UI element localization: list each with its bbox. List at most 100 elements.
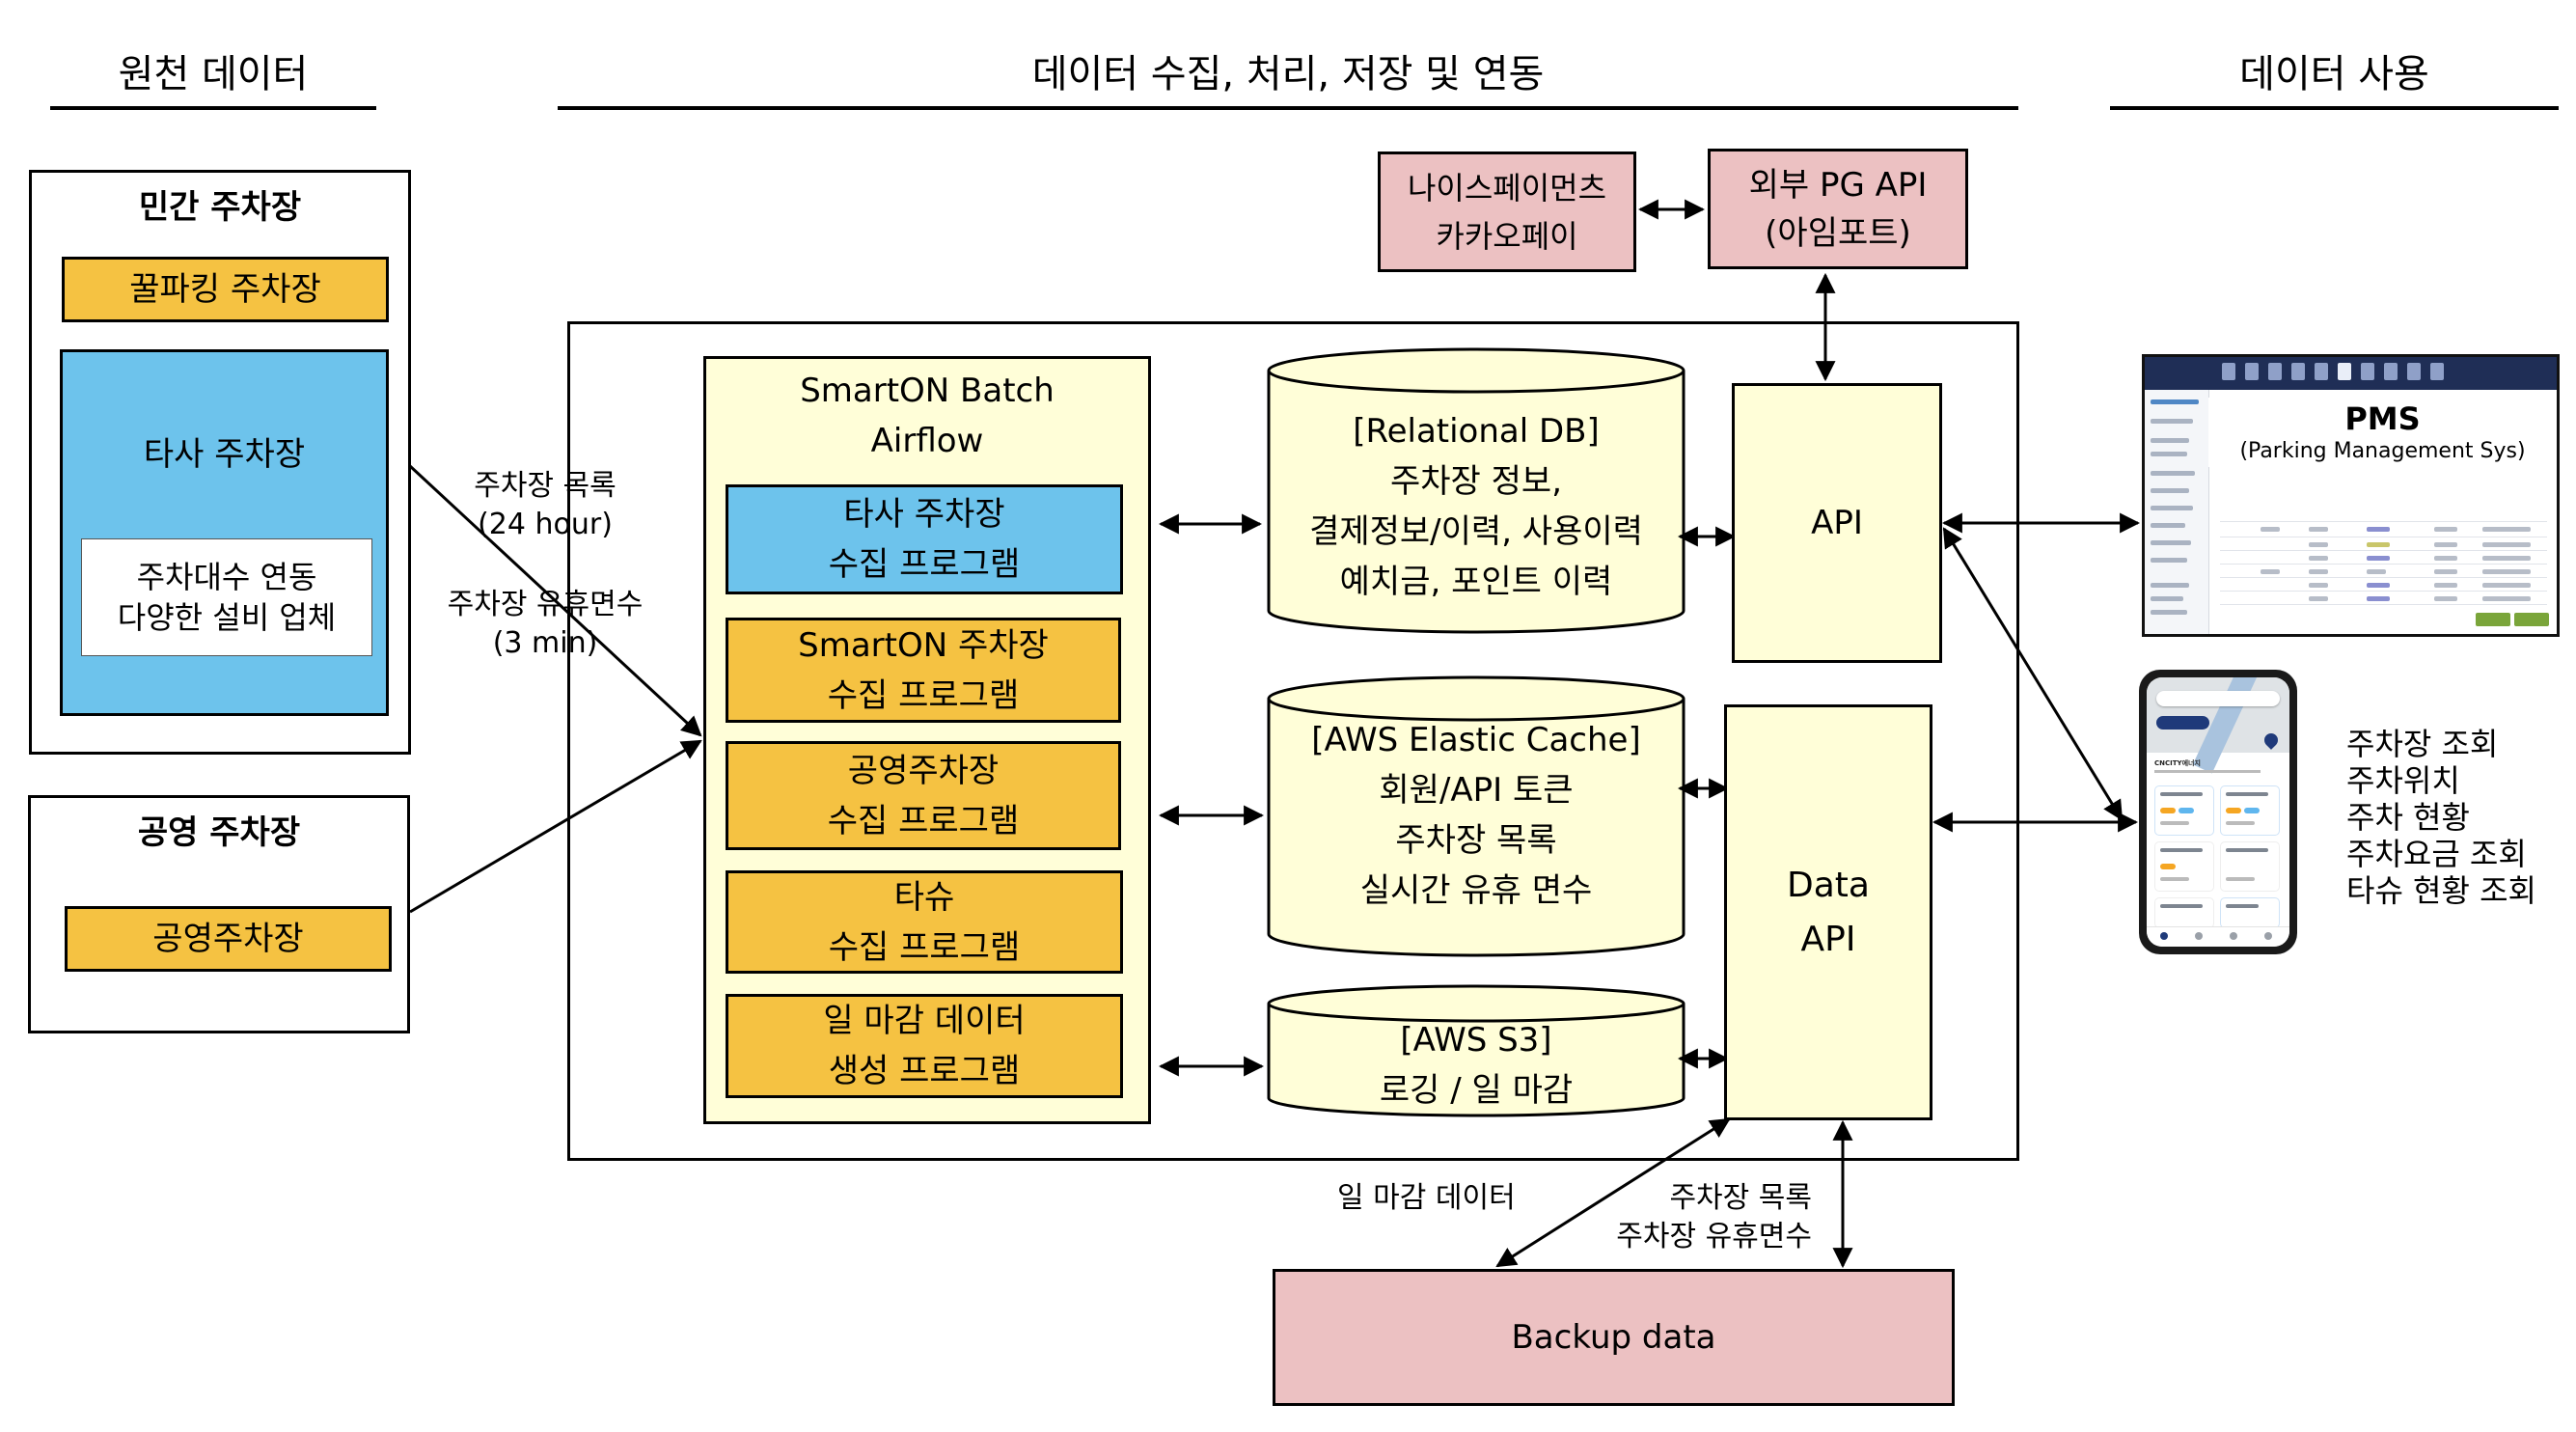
honeyparking-lot-label: 꿀파킹 주차장 xyxy=(129,270,321,309)
rdb-line: 주차장 정보, xyxy=(1389,462,1562,501)
batch-title-line1: SmartON Batch xyxy=(800,372,1055,410)
public-lot-box[interactable]: 공영주차장 xyxy=(65,906,392,972)
flow-label-list-line2: (24 hour) xyxy=(478,508,613,541)
pms-nav-bar xyxy=(2145,357,2557,390)
batch-title: SmartON Batch Airflow xyxy=(706,363,1148,469)
program-line2: 생성 프로그램 xyxy=(828,1052,1021,1090)
program-line1: 타슈 xyxy=(893,877,955,917)
external-pg-api-box[interactable]: 외부 PG API (아임포트) xyxy=(1708,149,1968,269)
s3-line: 로깅 / 일 마감 xyxy=(1379,1071,1574,1110)
pms-screenshot[interactable]: PMS (Parking Management Sys) xyxy=(2142,354,2560,637)
pms-title: PMS xyxy=(2344,400,2421,437)
feature-item: 타슈 현황 조회 xyxy=(2346,872,2536,909)
app-lot-card xyxy=(2154,897,2214,928)
program-line1: 일 마감 데이터 xyxy=(823,1002,1026,1040)
pms-subtitle: (Parking Management Sys) xyxy=(2239,439,2526,463)
section-divider-usage xyxy=(2110,106,2559,110)
other-company-lot-label: 타사 주차장 xyxy=(143,435,306,474)
app-location-title: CNCITY에너지 xyxy=(2154,759,2201,767)
app-tab-bar xyxy=(2147,926,2289,947)
flow-label-backup-data: 주차장 목록 주차장 유휴면수 xyxy=(1563,1179,1812,1256)
pms-caption: PMS (Parking Management Sys) xyxy=(2208,398,2557,467)
program-line1: SmartON 주차장 xyxy=(798,625,1049,665)
program-daily-close-generator[interactable]: 일 마감 데이터 생성 프로그램 xyxy=(726,994,1123,1098)
feature-item: 주차요금 조회 xyxy=(2346,836,2527,872)
cache-cylinder[interactable] xyxy=(1267,675,1685,957)
section-divider-processing xyxy=(558,106,2018,110)
program-public-lot-collector[interactable]: 공영주차장 수집 프로그램 xyxy=(726,741,1121,850)
private-parking-title: 민간 주차장 xyxy=(138,188,302,227)
public-lot-label: 공영주차장 xyxy=(152,920,304,958)
rdb-line: 예치금, 포인트 이력 xyxy=(1339,563,1613,601)
flow-label-parking-list: 주차장 목록 (24 hour) xyxy=(425,467,666,544)
program-line1: 공영주차장 xyxy=(847,751,1000,790)
api-label: API xyxy=(1811,504,1863,542)
program-line2: 수집 프로그램 xyxy=(827,801,1020,840)
data-api-box[interactable]: Data API xyxy=(1724,704,1932,1120)
section-header-processing: 데이터 수집, 처리, 저장 및 연동 xyxy=(1031,52,1545,96)
program-line2: 수집 프로그램 xyxy=(828,545,1021,584)
providers-line2: 카카오페이 xyxy=(1436,217,1578,255)
cache-line: 회원/API 토큰 xyxy=(1379,771,1574,810)
providers-line1: 나이스페이먼츠 xyxy=(1407,169,1607,207)
batch-title-line2: Airflow xyxy=(870,422,984,460)
flow-label-vacancy: 주차장 유휴면수 (3 min) xyxy=(425,586,666,663)
app-features-list: 주차장 조회 주차위치 주차 현황 주차요금 조회 타슈 현황 조회 xyxy=(2346,726,2536,909)
arrow-private-to-batch xyxy=(408,464,702,737)
public-parking-title: 공영 주차장 xyxy=(137,813,301,852)
rdb-cylinder[interactable] xyxy=(1267,347,1685,634)
app-lot-card xyxy=(2220,785,2280,836)
backup-data-box[interactable]: Backup data xyxy=(1273,1269,1955,1406)
app-lot-card xyxy=(2154,841,2214,892)
pg-line2: (아임포트) xyxy=(1765,213,1911,253)
cache-line: 실시간 유휴 면수 xyxy=(1359,871,1593,910)
equipment-vendors-box: 주차대수 연동 다양한 설비 업체 xyxy=(81,538,372,656)
vendors-line2: 다양한 설비 업체 xyxy=(117,599,337,636)
program-line1: 타사 주차장 xyxy=(843,495,1005,534)
section-header-source: 원천 데이터 xyxy=(118,52,309,96)
rdb-store: [Relational DB] 주차장 정보, 결제정보/이력, 사용이력 예치… xyxy=(1269,405,1684,608)
backup-label-line2: 주차장 유휴면수 xyxy=(1616,1220,1812,1253)
program-tashu-collector[interactable]: 타슈 수집 프로그램 xyxy=(726,870,1123,974)
pms-sidebar xyxy=(2145,390,2209,634)
vendors-line1: 주차대수 연동 xyxy=(136,559,317,595)
flow-label-list-line1: 주차장 목록 xyxy=(474,469,617,503)
cache-store: [AWS Elastic Cache] 회원/API 토큰 주차장 목록 실시간… xyxy=(1269,709,1684,922)
payment-providers-box[interactable]: 나이스페이먼츠 카카오페이 xyxy=(1378,151,1636,272)
data-api-line2: API xyxy=(1800,919,1856,959)
mobile-app-screen: CNCITY에너지 xyxy=(2147,677,2289,947)
app-search-bar xyxy=(2156,691,2280,706)
rdb-title: [Relational DB] xyxy=(1353,412,1600,451)
section-header-usage: 데이터 사용 xyxy=(2239,52,2429,96)
arrow-public-to-batch xyxy=(409,739,702,914)
program-other-company-collector[interactable]: 타사 주차장 수집 프로그램 xyxy=(726,484,1123,594)
app-lot-card xyxy=(2154,785,2214,836)
arrow-dataapi-backup-daily xyxy=(1495,1117,1731,1268)
section-divider-source xyxy=(50,106,376,110)
feature-item: 주차위치 xyxy=(2346,762,2460,799)
data-api-line1: Data xyxy=(1787,865,1870,905)
cache-line: 주차장 목록 xyxy=(1395,821,1557,860)
honeyparking-lot-box[interactable]: 꿀파킹 주차장 xyxy=(62,257,389,322)
backup-label-line1: 주차장 목록 xyxy=(1669,1181,1812,1215)
s3-store: [AWS S3] 로깅 / 일 마감 xyxy=(1269,1015,1684,1115)
program-line2: 수집 프로그램 xyxy=(827,675,1020,715)
flow-label-vacancy-line2: (3 min) xyxy=(492,626,598,660)
program-line2: 수집 프로그램 xyxy=(828,927,1021,967)
s3-cylinder[interactable] xyxy=(1267,984,1685,1117)
cache-title: [AWS Elastic Cache] xyxy=(1311,721,1641,759)
app-lot-card xyxy=(2220,897,2280,928)
feature-item: 주차장 조회 xyxy=(2346,726,2499,762)
flow-label-vacancy-line1: 주차장 유휴면수 xyxy=(447,588,644,621)
app-car-pill xyxy=(2156,716,2209,730)
pg-line1: 외부 PG API xyxy=(1748,165,1928,205)
api-box[interactable]: API xyxy=(1732,383,1942,663)
arrow-api-app xyxy=(1942,527,2124,821)
app-lot-card xyxy=(2220,841,2280,892)
mobile-app-screenshot[interactable]: CNCITY에너지 xyxy=(2139,670,2297,954)
rdb-line: 결제정보/이력, 사용이력 xyxy=(1309,512,1643,551)
s3-title: [AWS S3] xyxy=(1400,1021,1552,1060)
program-smarton-collector[interactable]: SmartON 주차장 수집 프로그램 xyxy=(726,618,1121,723)
feature-item: 주차 현황 xyxy=(2346,799,2470,836)
